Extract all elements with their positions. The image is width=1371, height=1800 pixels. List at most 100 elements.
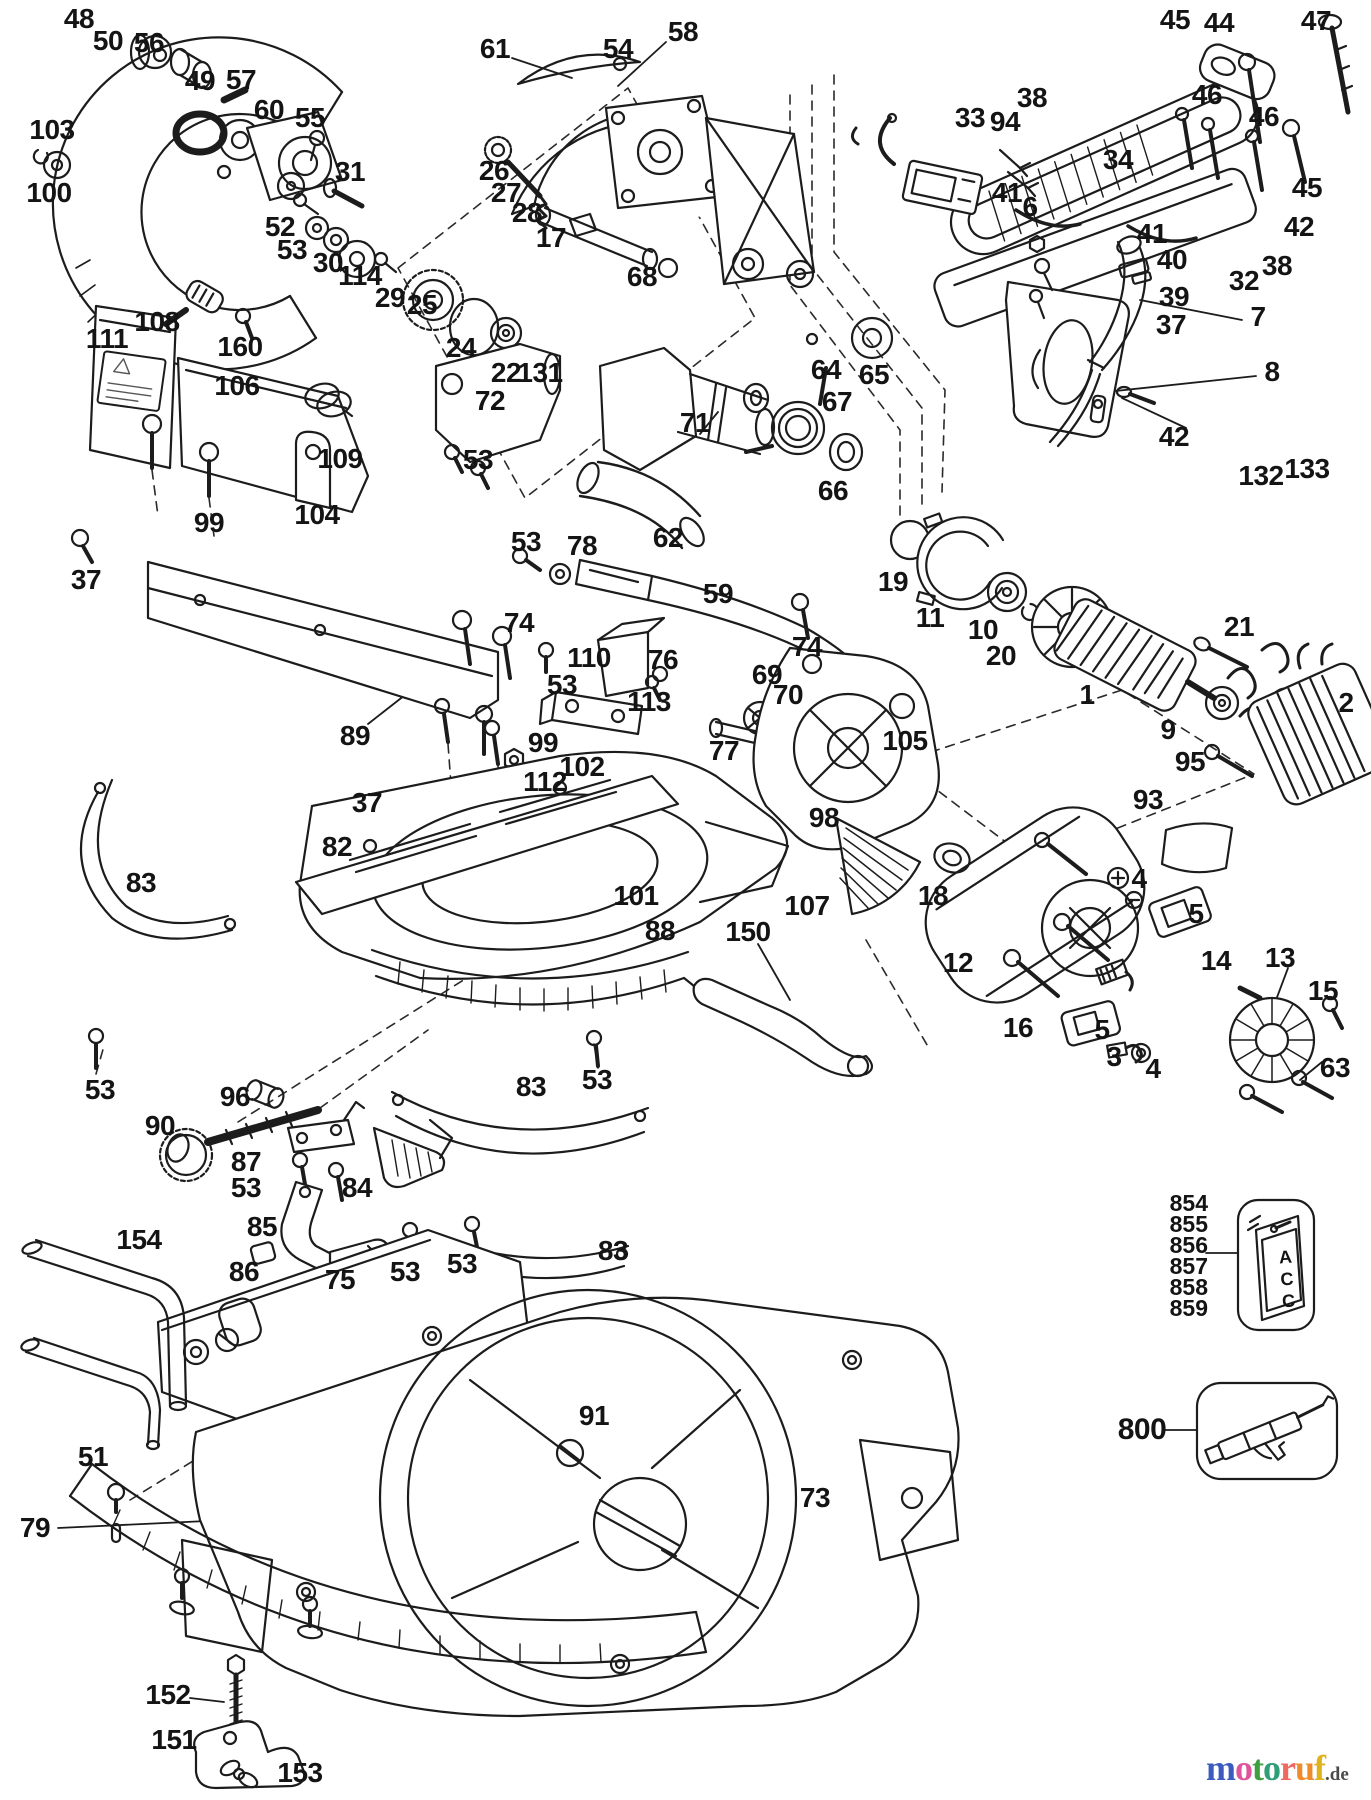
part-number-label: 110 xyxy=(567,642,611,673)
part-number-label: 98 xyxy=(808,802,840,833)
part-number-label: 106 xyxy=(214,370,260,401)
part-number-label: 69 xyxy=(751,659,783,690)
part-number-label: 29 xyxy=(374,282,406,313)
part-number-label: 65 xyxy=(858,359,890,390)
part-number-label: 53 xyxy=(230,1172,262,1203)
part-number-label: 153 xyxy=(277,1757,323,1788)
part-number-label: 77 xyxy=(708,735,740,766)
part-number-label: 44 xyxy=(1203,7,1235,38)
part-number-label: 31 xyxy=(334,156,366,187)
lubricant-part-number: 800 xyxy=(1117,1413,1167,1446)
part-number-label: 42 xyxy=(1158,421,1190,452)
part-number-label: 104 xyxy=(294,499,340,530)
motor-armature-field xyxy=(889,512,1371,806)
part-number-label: 105 xyxy=(882,725,928,756)
part-number-label: 55 xyxy=(294,102,326,133)
part-number-label: 34 xyxy=(1102,144,1134,175)
part-number-label: 47 xyxy=(1300,5,1332,36)
part-number-label: 61 xyxy=(479,33,511,64)
part-number-label: 160 xyxy=(217,331,263,362)
part-number-label: 82 xyxy=(321,831,353,862)
part-number-label: 41 xyxy=(991,177,1023,208)
accessory-kit-number: 855 xyxy=(1169,1211,1208,1237)
base-casting xyxy=(156,1228,960,1718)
part-number-label: 33 xyxy=(954,102,986,133)
part-number-label: 9 xyxy=(1160,714,1176,745)
spindle-parts xyxy=(32,33,523,357)
watermark-suffix: .de xyxy=(1325,1764,1349,1785)
part-number-label: 53 xyxy=(546,669,578,700)
part-number-label: 131 xyxy=(517,357,563,388)
part-number-label: 75 xyxy=(324,1264,356,1295)
accessory-kit-number: 857 xyxy=(1169,1253,1208,1279)
part-number-label: 74 xyxy=(503,607,535,638)
part-number-label: 102 xyxy=(559,751,605,782)
part-number-label: 85 xyxy=(246,1211,278,1242)
part-number-label: 112 xyxy=(523,766,567,797)
accessory-kit-box xyxy=(1236,1198,1316,1332)
part-number-label: 5 xyxy=(1188,898,1204,929)
part-number-label: 18 xyxy=(917,880,949,911)
part-number-label: 52 xyxy=(264,211,296,242)
dust-chute xyxy=(434,316,894,550)
watermark-letter: t xyxy=(1252,1748,1264,1788)
part-number-label: 99 xyxy=(527,727,559,758)
part-number-label: 46 xyxy=(1191,79,1223,110)
part-number-label: 15 xyxy=(1307,975,1339,1006)
blade-wrench xyxy=(682,976,874,1078)
part-number-label: 2 xyxy=(1338,687,1354,718)
acc-card-letter: A xyxy=(1278,1246,1293,1268)
part-number-label: 13 xyxy=(1264,942,1296,973)
part-number-label: 70 xyxy=(772,679,804,710)
part-number-label: 109 xyxy=(317,443,363,474)
acc-card-letter: C xyxy=(1281,1290,1296,1312)
part-number-label: 56 xyxy=(133,27,165,58)
part-number-label: 8 xyxy=(1264,356,1280,387)
part-number-label: 17 xyxy=(535,222,567,253)
part-number-label: 16 xyxy=(1002,1012,1034,1043)
kerf-scale-plate xyxy=(68,1462,708,1665)
part-number-label: 76 xyxy=(647,644,679,675)
watermark-letter: o xyxy=(1263,1748,1281,1788)
part-number-label: 4 xyxy=(1131,863,1147,894)
part-number-label: 57 xyxy=(225,64,257,95)
part-number-label: 63 xyxy=(1319,1052,1351,1083)
part-number-label: 84 xyxy=(341,1172,373,1203)
part-number-label: 37 xyxy=(351,787,383,818)
part-number-label: 68 xyxy=(626,261,658,292)
part-number-label: 4 xyxy=(1145,1053,1161,1084)
part-number-label: 101 xyxy=(613,880,659,911)
part-number-label: 94 xyxy=(989,106,1021,137)
part-number-label: 88 xyxy=(644,915,676,946)
acc-card-letter: C xyxy=(1279,1268,1295,1290)
part-number-label: 22 xyxy=(490,357,522,388)
part-number-label: 58 xyxy=(667,16,699,47)
part-number-label: 60 xyxy=(253,94,285,125)
part-number-label: 46 xyxy=(1248,101,1280,132)
part-number-label: 24 xyxy=(445,332,477,363)
part-number-label: 95 xyxy=(1174,746,1206,777)
part-number-label: 91 xyxy=(578,1400,610,1431)
watermark-letter: r xyxy=(1280,1748,1296,1788)
part-number-label: 38 xyxy=(1016,82,1048,113)
rail-89 xyxy=(146,560,513,720)
watermark-letter: u xyxy=(1294,1748,1315,1788)
part-number-label: 37 xyxy=(1155,309,1187,340)
part-number-label: 25 xyxy=(406,289,438,320)
part-number-label: 14 xyxy=(1200,945,1232,976)
part-number-label: 103 xyxy=(29,114,75,145)
watermark-letter: f xyxy=(1314,1748,1326,1788)
motoruf-watermark-logo[interactable]: motoruf.de xyxy=(1206,1747,1371,1789)
part-number-label: 41 xyxy=(1136,218,1168,249)
part-number-label: 150 xyxy=(725,916,771,947)
part-number-label: 83 xyxy=(515,1071,547,1102)
part-number-label: 71 xyxy=(679,407,711,438)
part-number-label: 50 xyxy=(92,25,124,56)
part-number-label: 151 xyxy=(151,1724,197,1755)
part-number-label: 64 xyxy=(810,354,842,385)
part-number-label: 100 xyxy=(26,177,72,208)
